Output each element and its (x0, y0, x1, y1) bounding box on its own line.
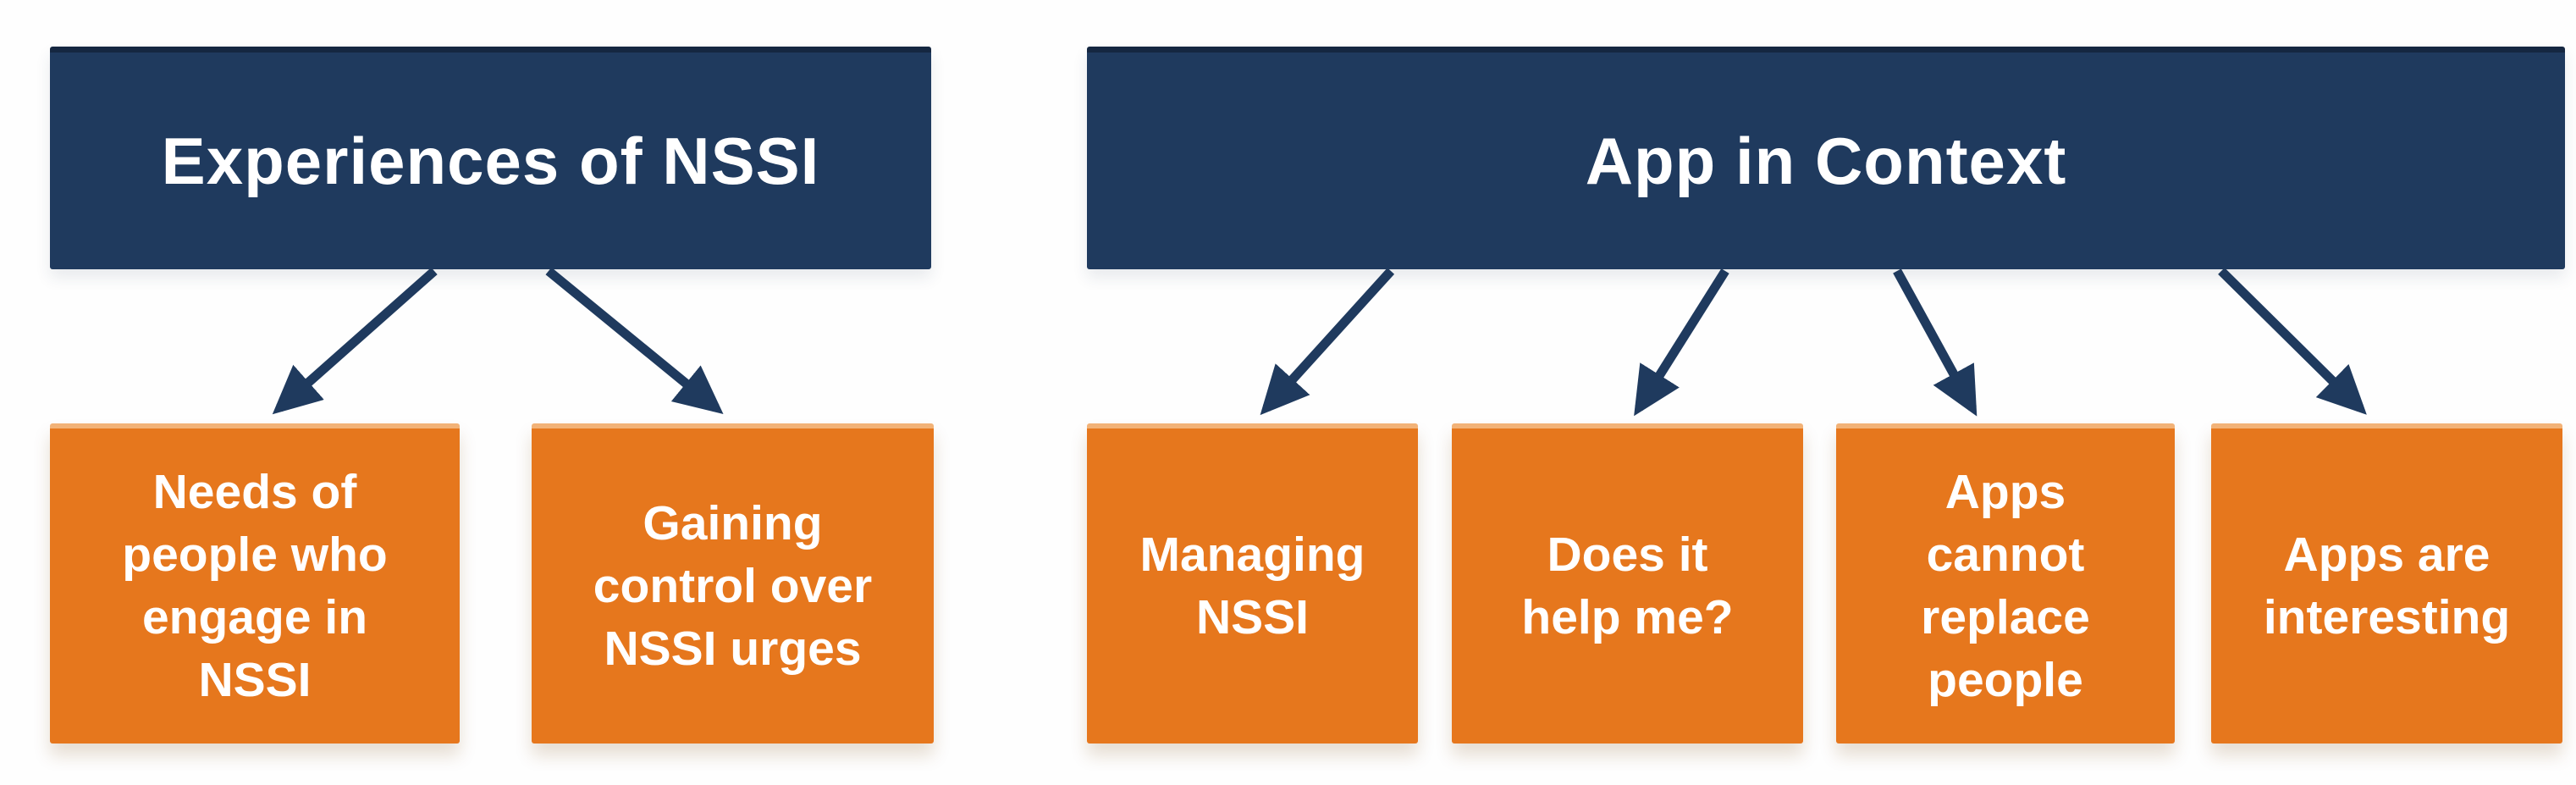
arrow-to-gaining-control (545, 267, 724, 414)
arrow-to-apps-are-interesting (2218, 268, 2367, 415)
node-does-it-help-me: Does it help me? (1452, 423, 1803, 744)
node-needs-of-people: Needs of people who engage in NSSI (50, 423, 460, 744)
node-apps-are-interesting: Apps are interesting (2211, 423, 2562, 744)
arrow-to-needs-of-people (272, 267, 438, 415)
node-gaining-control: Gaining control over NSSI urges (532, 423, 934, 744)
header-experiences-of-nssi: Experiences of NSSI (50, 47, 931, 269)
arrow-to-apps-cannot-replace (1893, 268, 1978, 417)
header-app-in-context: App in Context (1087, 47, 2565, 269)
arrow-to-managing-nssi (1260, 268, 1395, 416)
node-apps-cannot-replace-people: Apps cannot replace people (1836, 423, 2175, 744)
arrow-to-does-it-help-me (1634, 268, 1729, 417)
node-managing-nssi: Managing NSSI (1087, 423, 1418, 744)
